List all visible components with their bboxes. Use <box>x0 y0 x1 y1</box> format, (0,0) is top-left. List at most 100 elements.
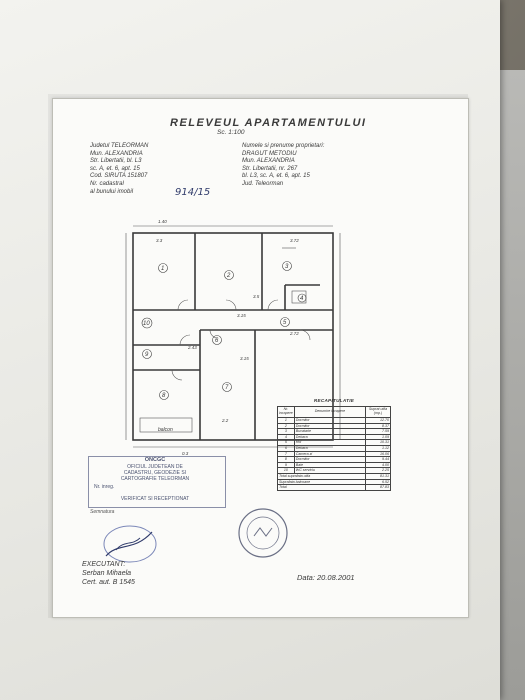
dimension-label: 3.3 <box>156 238 163 243</box>
stamp-line: ONCGC <box>144 457 166 463</box>
row-area: 4.00 <box>365 461 391 469</box>
row-room: Hol <box>293 439 367 446</box>
ocpi-stamp: ONCGC OFICIUL JUDETEAN DE CADASTRU, GEOD… <box>90 456 220 502</box>
room-number: 10 <box>143 321 150 327</box>
row-room: Dormitor <box>293 456 367 463</box>
row-area: 9.44 <box>365 456 391 463</box>
cadastral-number-handwritten: 914/15 <box>175 187 211 198</box>
row-area: 12.70 <box>365 417 391 424</box>
room-number: 7 <box>225 385 229 391</box>
room-marker <box>280 317 290 327</box>
room-number: 4 <box>300 296 304 302</box>
stamp-line: CARTOGRAFIE TELEORMAN <box>120 476 190 482</box>
row-area: 8.37 <box>365 422 391 430</box>
location-line: Judetul TELEORMAN <box>90 143 149 149</box>
door-swing <box>179 334 191 346</box>
executant-name: Serban Mihaela <box>82 570 132 577</box>
location-line: Cod. SIRUTA 151807 <box>90 173 148 180</box>
location-line: al bunului imobil <box>90 188 134 195</box>
room-marker <box>282 261 292 271</box>
owner-line: Str. Libertatii, nr. 267 <box>242 165 298 172</box>
total-value: 87.83 <box>365 484 391 491</box>
owner-line: DRAGUT METODIU <box>242 150 297 157</box>
row-room: Baie <box>293 461 367 469</box>
executant-block: EXECUTANT: Serban Mihaela Cert. aut. B 1… <box>82 560 135 587</box>
location-line: Mun. ALEXANDRIA <box>90 150 143 157</box>
row-room: Camera zi <box>293 450 367 458</box>
room-marker <box>158 263 168 273</box>
location-line: sc. A, et. 6, apt. 15 <box>90 165 140 172</box>
room-marker <box>159 390 169 400</box>
document-title: RELEVEUL APARTAMENTULUI <box>170 117 367 129</box>
stamp-line: VERIFICAT SI RECEPTIONAT <box>120 496 190 502</box>
door-swing <box>267 299 279 311</box>
location-line: Nr. cadastral <box>90 180 124 187</box>
balcony <box>139 417 193 433</box>
room-marker <box>142 349 152 359</box>
balcony-area-value: 6.52 <box>365 478 391 486</box>
dimension-label: 2.2 <box>221 418 229 423</box>
row-area: 1.09 <box>365 433 391 441</box>
dimension-label: 0.3 <box>182 451 189 456</box>
room-marker <box>297 293 307 303</box>
recap-title: RECAPITULATIE <box>313 398 355 403</box>
total-label: Total <box>277 484 366 491</box>
door-swing <box>171 369 183 381</box>
blue-stamp-signature <box>103 525 157 563</box>
row-room: Dormitor <box>293 417 367 424</box>
room-number: 1 <box>161 266 164 272</box>
room-marker <box>141 317 153 329</box>
row-room: Dormitor <box>293 422 367 430</box>
row-area: 2.25 <box>365 467 391 474</box>
row-area: 10.31 <box>365 439 391 446</box>
location-block: Judetul TELEORMAN Mun. ALEXANDRIA Str. L… <box>90 143 148 196</box>
recap-table-block: RECAPITULATIE Nr. incapere Denumire inca… <box>277 398 391 491</box>
recap-header: Denumire incapere <box>293 406 367 418</box>
location-line: Str. Libertatii, bl. L3 <box>90 158 142 165</box>
room-number: 5 <box>283 320 287 326</box>
document-sheet <box>52 98 469 618</box>
room-marker <box>222 382 232 392</box>
door-swing <box>177 299 189 311</box>
recap-header: Suprat utila (mp.) <box>365 406 391 418</box>
row-room: Bucatarie <box>293 428 367 435</box>
row-area: 1.12 <box>365 445 391 452</box>
dimension-label: 2.72 <box>289 331 299 336</box>
executant-cert: Cert. aut. B 1545 <box>82 579 135 586</box>
owner-block: Numele si prenume proprietari: DRAGUT ME… <box>242 143 324 189</box>
balcony-label: balcon <box>158 427 173 433</box>
dimension-label: 1.40 <box>158 219 167 224</box>
dimension-label: 3.15 <box>237 313 246 318</box>
round-seal <box>238 508 288 558</box>
ocpi-stamp-border <box>88 456 226 508</box>
recap-table: Nr. incapere Denumire incapere Suprat ut… <box>277 406 391 491</box>
stamp-line: Nr. inreg. <box>94 484 115 490</box>
room-number: 6 <box>215 338 219 344</box>
room-marker <box>224 270 234 280</box>
owner-line: Jud. Teleorman <box>242 180 284 187</box>
door-swing <box>299 329 311 341</box>
document-date: Data: 20.08.2001 <box>297 573 355 582</box>
document-scale: Sc. 1:100 <box>217 129 245 136</box>
dimension-label: 2.43 <box>187 345 197 350</box>
signature-label: Semnatura <box>90 509 115 515</box>
door-swing <box>225 299 237 311</box>
room-marker <box>212 335 222 345</box>
row-room: Debara <box>293 433 367 441</box>
door-swing <box>209 329 219 339</box>
room-number: 9 <box>145 352 149 358</box>
row-area: 7.59 <box>365 428 391 435</box>
total-util-value: 81.31 <box>365 472 391 480</box>
dimension-label: 3.5 <box>253 294 260 299</box>
